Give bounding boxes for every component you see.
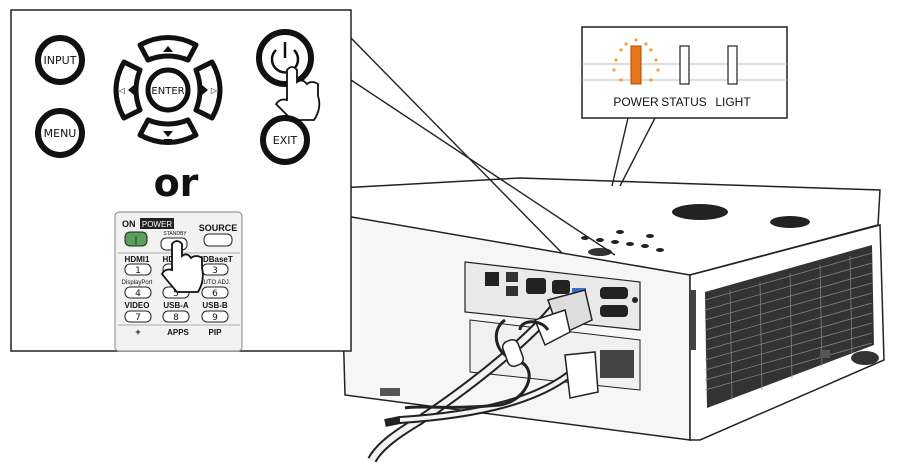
dpad-up-button[interactable] [137, 35, 199, 63]
control-panel-callout: INPUT MENU ◁ [10, 9, 352, 352]
key-label-6: AUTO ADJ. [200, 280, 231, 286]
remote-control: ON POWER STANDBY SOURCE | HDMI1 HDMI2 HD… [114, 211, 243, 352]
vent-grille [704, 245, 874, 408]
projector [298, 177, 885, 441]
remote-pip-label: PIP [209, 328, 223, 337]
right-arrow-icon [202, 85, 208, 95]
key-1-num: 1 [135, 266, 141, 276]
remote-pressing-hand-icon [160, 240, 204, 293]
remote-plus-label: + [135, 327, 140, 337]
exit-button-label: EXIT [273, 134, 298, 147]
key-4[interactable]: 4 [124, 286, 152, 299]
power-indicator-led [630, 45, 642, 85]
exit-button[interactable]: EXIT [260, 115, 310, 165]
light-indicator-label: LIGHT [715, 95, 751, 109]
remote-on-label: ON [122, 219, 136, 229]
key-5-num: 5 [173, 289, 179, 299]
key-label-7: VIDEO [125, 301, 150, 310]
key-7[interactable]: 7 [124, 310, 152, 323]
key-label-9: USB-B [202, 301, 228, 310]
power-button[interactable] [256, 29, 314, 87]
connector-panel [464, 261, 641, 331]
key-label-8: USB-A [163, 301, 189, 310]
key-3[interactable]: 3 [201, 263, 229, 276]
remote-power-label: POWER [142, 220, 172, 229]
key-8-num: 8 [173, 313, 179, 323]
pressing-hand-icon [274, 66, 321, 121]
enter-button-label: ENTER [151, 86, 184, 97]
indicator-callout: POWER STATUS LIGHT [581, 26, 788, 119]
input-button-label: INPUT [44, 54, 77, 67]
input-button[interactable]: INPUT [35, 35, 85, 85]
remote-source-button[interactable] [203, 233, 233, 247]
keystone-icon [164, 139, 172, 144]
power-indicator-label: POWER [613, 95, 659, 109]
down-arrow-icon [163, 131, 173, 137]
remote-on-button[interactable] [124, 231, 148, 247]
key-label-4: DisplayPort [122, 280, 153, 286]
cables [367, 289, 599, 463]
dpad-down-button[interactable] [137, 117, 199, 145]
key-7-num: 7 [135, 313, 141, 323]
light-indicator-led [727, 45, 738, 85]
key-6-num: 6 [212, 289, 218, 299]
remote-power-label-box [140, 218, 174, 229]
key-label-3: HDBaseT [197, 255, 233, 264]
menu-button-label: MENU [44, 127, 77, 140]
status-indicator-label: STATUS [661, 95, 707, 109]
key-1[interactable]: 1 [124, 263, 152, 276]
zoom-lines [350, 37, 656, 256]
key-9-num: 9 [212, 313, 218, 323]
remote-source-label: SOURCE [199, 223, 238, 233]
remote-apps-label: APPS [167, 328, 189, 337]
key-9[interactable]: 9 [201, 310, 229, 323]
left-arrow-icon [128, 85, 134, 95]
key-8[interactable]: 8 [162, 310, 190, 323]
volume-down-icon: ◁ [118, 86, 125, 95]
or-separator: or [154, 161, 199, 205]
menu-button[interactable]: MENU [35, 108, 85, 158]
power-icon [270, 49, 300, 74]
dpad-right-button[interactable]: ▷ [193, 59, 223, 121]
status-indicator-led [679, 45, 690, 85]
volume-up-icon: ▷ [211, 86, 218, 95]
led-glow [612, 38, 660, 82]
remote-standby-label: STANDBY [163, 231, 187, 237]
remote-on-icon: | [134, 236, 137, 246]
key-6[interactable]: 6 [201, 286, 229, 299]
key-4-num: 4 [135, 289, 141, 299]
enter-button[interactable]: ENTER [145, 67, 191, 113]
key-label-1: HDMI1 [125, 255, 150, 264]
dpad: ◁ ▷ ENTER [113, 35, 223, 145]
dpad-left-button[interactable]: ◁ [113, 59, 143, 121]
key-3-num: 3 [212, 266, 218, 276]
up-arrow-icon [163, 46, 173, 52]
